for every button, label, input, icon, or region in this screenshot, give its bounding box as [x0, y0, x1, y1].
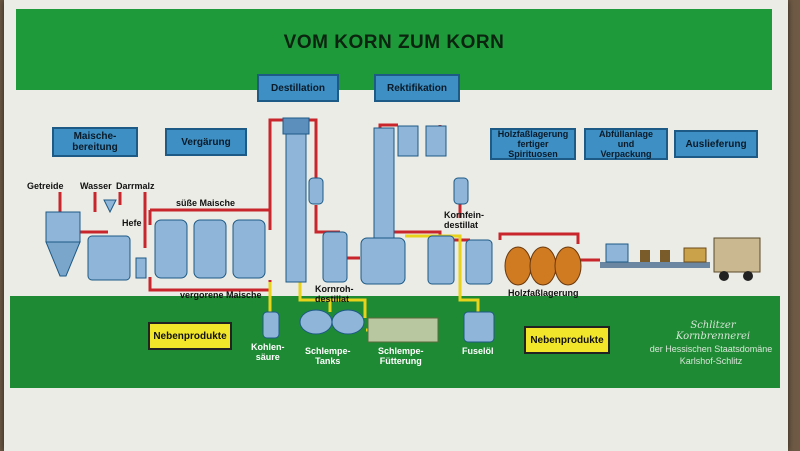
label-schlempe-fuetterung: Schlempe- Fütterung [378, 346, 424, 366]
stage-rektifikation: Rektifikation [374, 74, 460, 102]
label-holzfasslagerung: Holzfaßlagerung [508, 288, 579, 298]
label-kornfeindestillat: Kornfein- destillat [444, 210, 484, 230]
fermentation-tanks [154, 219, 266, 279]
label-suesse-maische: süße Maische [176, 198, 236, 208]
label-getreide: Getreide [27, 181, 64, 191]
label-kornrohdestillat: Kornroh- destillat [315, 284, 354, 304]
stage-vergaerung: Vergärung [165, 128, 247, 156]
bottling-line [600, 243, 710, 268]
stage-destillation: Destillation [257, 74, 339, 102]
byproducts-box-right: Nebenprodukte [524, 326, 610, 354]
label-kohlensaeure: Kohlen- säure [251, 342, 285, 362]
label-schlempe-tanks: Schlempe- Tanks [305, 346, 351, 366]
delivery-truck-icon [713, 237, 761, 281]
stage-auslieferung: Auslieferung [674, 130, 758, 158]
label-hefe: Hefe [122, 218, 142, 228]
stage-maischebereitung: Maische- bereitung [52, 127, 138, 157]
label-vergorene-maische: vergorene Maische [180, 290, 262, 300]
stage-abfuellanlage: Abfüllanlage und Verpackung [584, 128, 668, 160]
rectification-column [360, 125, 493, 285]
credit-line1: der Hessischen Staatsdomäne [649, 344, 773, 354]
byproducts-box-left: Nebenprodukte [148, 322, 232, 350]
label-darrmalz: Darrmalz [116, 181, 155, 191]
credit-brand: Schlitzer Kornbrennerei [675, 320, 751, 342]
distillation-column [282, 117, 348, 283]
label-fuseloel: Fuselöl [462, 346, 494, 356]
byproduct-vessels [262, 309, 495, 343]
label-wasser: Wasser [80, 181, 112, 191]
credit-line2: Karlshof-Schlitz [679, 356, 743, 366]
mash-equipment [45, 199, 147, 281]
poster-title: VOM KORN ZUM KORN [283, 32, 505, 53]
wooden-casks [504, 246, 582, 286]
stage-holzfasslagerung: Holzfaßlagerung fertiger Spirituosen [490, 128, 576, 160]
